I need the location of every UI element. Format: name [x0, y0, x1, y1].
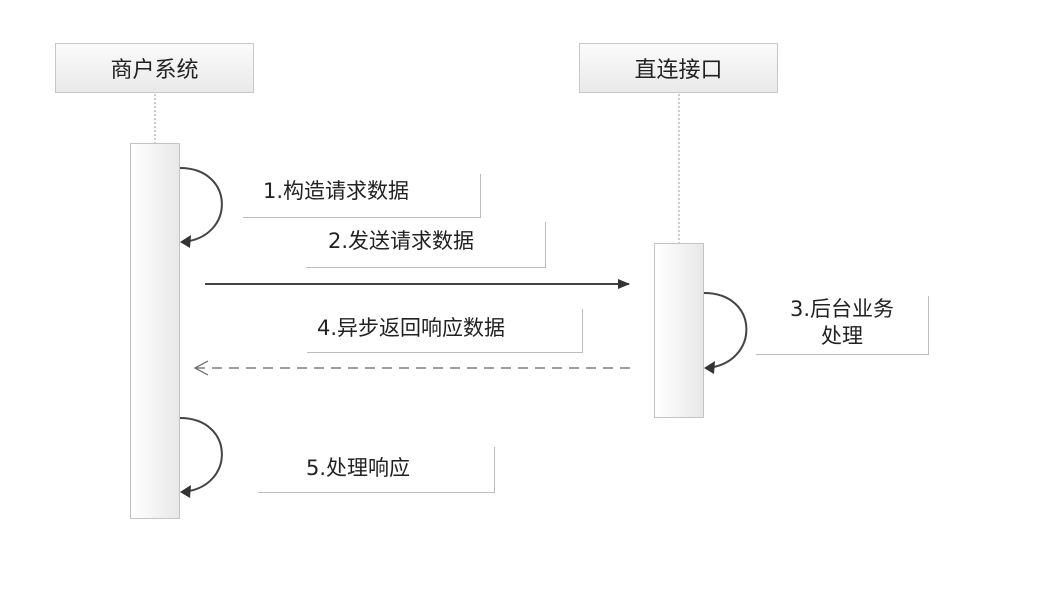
step1-label: 1.构造请求数据 — [243, 174, 481, 218]
merchant-activation-bar — [130, 143, 180, 519]
participant-direct-interface: 直连接口 — [579, 43, 778, 93]
self-loop-arrow-5 — [179, 417, 223, 493]
participant-merchant-system: 商户系统 — [55, 43, 254, 93]
step3-label: 3.后台业务 处理 — [756, 296, 929, 355]
self-loop-arrow-1 — [179, 167, 223, 243]
step4-label: 4.异步返回响应数据 — [307, 309, 583, 353]
interface-activation-bar — [654, 243, 704, 418]
step3-label-line1: 3.后台业务 — [789, 297, 895, 321]
participant-interface-label: 直连接口 — [634, 58, 723, 83]
participant-merchant-label: 商户系统 — [110, 58, 199, 83]
step2-label: 2.发送请求数据 — [306, 222, 546, 268]
self-loop-arrow-3 — [703, 292, 748, 369]
step3-label-line2: 处理 — [821, 324, 863, 348]
step5-label: 5.处理响应 — [258, 447, 495, 493]
